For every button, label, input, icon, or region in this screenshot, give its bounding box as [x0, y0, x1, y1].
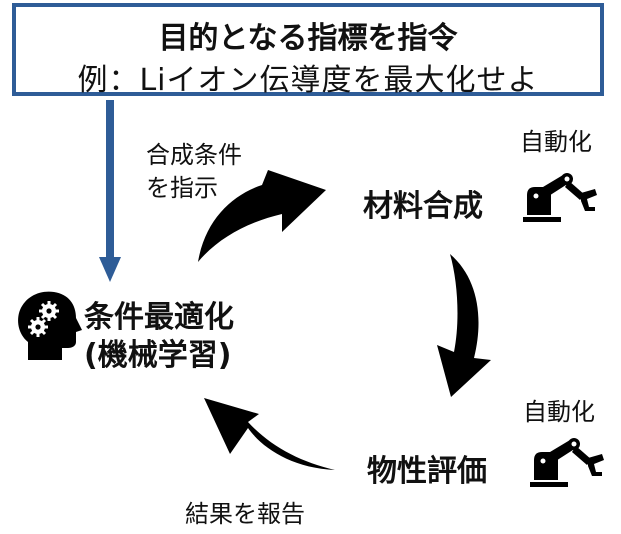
optimization-node-line1: 条件最適化: [84, 300, 234, 335]
synthesis-node: 材料合成: [363, 189, 483, 224]
arrow-to-evaluation: [437, 254, 491, 397]
arrow-to-synthesis: [198, 170, 326, 262]
synthesis-automation-label: 自動化: [520, 128, 592, 156]
arrow-to-optimization: [204, 398, 335, 470]
evaluation-node: 物性評価: [367, 454, 487, 489]
goal-box: 目的となる指標を指令 例：Liイオン伝導度を最大化せよ: [12, 3, 604, 98]
head-gears-icon: [18, 291, 82, 360]
goal-title: 目的となる指標を指令: [158, 21, 458, 56]
goal-down-arrow: [99, 100, 121, 282]
instruct-label-line2: を指示: [146, 174, 218, 202]
evaluation-automation-label: 自動化: [523, 398, 595, 426]
goal-example: 例：Liイオン伝導度を最大化せよ: [77, 63, 539, 98]
robot-arm-icon: [530, 438, 604, 487]
optimization-node-line2: (機械学習): [84, 338, 232, 373]
report-label: 結果を報告: [185, 500, 305, 528]
robot-arm-icon: [523, 173, 597, 222]
instruct-label-line1: 合成条件: [146, 141, 242, 169]
